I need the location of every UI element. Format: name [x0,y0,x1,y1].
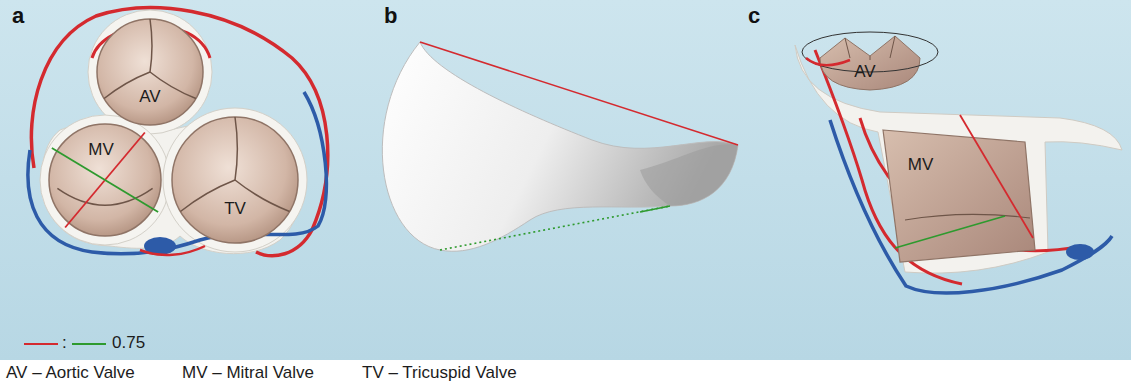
valve: MV [875,120,1040,270]
valve: AV [800,28,940,92]
valve-outline [95,17,205,127]
valve: MV [47,122,163,238]
valve-outline [47,122,163,238]
panel-letter: a [12,4,24,28]
abbreviation-key: MV – Mitral Valve [182,363,314,383]
valve-shape [49,124,161,236]
abbreviation-key: TV – Tricuspid Valve [362,363,517,383]
panel-letter: b [384,4,397,28]
valve: TV [170,115,300,245]
ratio-value: 0.75 [112,333,145,353]
valve-shape [883,115,1035,262]
valve-outline [875,120,1040,270]
panel-letter: c [748,4,760,28]
valve-label: MV [88,140,114,160]
valve-label: AV [139,87,160,107]
ratio-separator: : [62,333,67,353]
valve-shape [802,32,938,90]
valve-shape [172,117,298,243]
valve-shape [97,19,203,125]
valve-outline [170,115,300,245]
valve-label: TV [224,199,246,219]
valve-outline [800,28,940,92]
abbreviation-key: AV – Aortic Valve [6,363,135,383]
valve-label: MV [908,155,934,175]
valve: AV [95,17,205,127]
valve-label: AV [854,62,875,82]
